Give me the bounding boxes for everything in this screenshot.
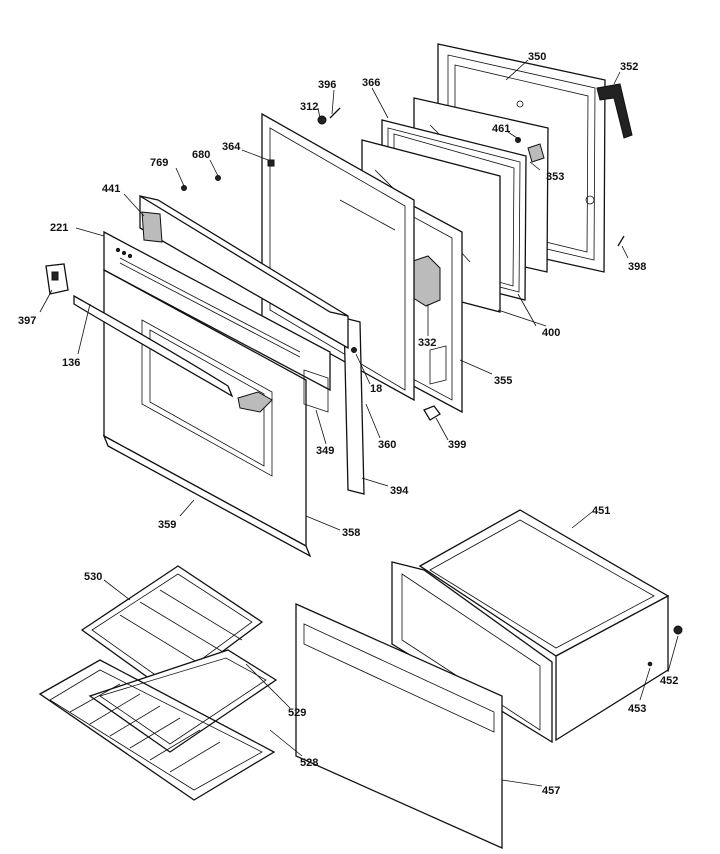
- label-366: 366: [362, 77, 380, 89]
- part-364-back-panel: [261, 112, 415, 402]
- part-352-trim: [596, 83, 633, 139]
- label-350: 350: [528, 51, 546, 63]
- part-221-top-strip: [103, 230, 331, 392]
- part-457-drawer-front: [295, 602, 503, 850]
- part-441-hinge: [141, 211, 163, 243]
- label-136: 136: [62, 357, 80, 369]
- part-136-handle: [73, 294, 234, 398]
- label-353: 353: [546, 171, 564, 183]
- label-352: 352: [620, 61, 638, 73]
- part-451-drawer-body: [418, 509, 670, 742]
- label-400: 400: [542, 327, 560, 339]
- part-529-broil-pan: [88, 649, 278, 753]
- part-399-block: [423, 405, 441, 421]
- label-332: 332: [418, 337, 436, 349]
- part-397-hinge: [45, 263, 69, 295]
- label-769: 769: [150, 157, 168, 169]
- label-360: 360: [378, 439, 396, 451]
- part-door-bottom-trim: [102, 434, 312, 558]
- label-399: 399: [448, 439, 466, 451]
- label-451: 451: [592, 505, 610, 517]
- label-18: 18: [370, 383, 382, 395]
- label-312: 312: [300, 101, 318, 113]
- leader-lines: [39, 59, 679, 787]
- part-349-latch: [237, 369, 329, 413]
- label-528: 528: [300, 757, 318, 769]
- label-349: 349: [316, 445, 334, 457]
- part-221-door-shell: [139, 194, 349, 350]
- label-355: 355: [494, 375, 512, 387]
- label-453: 453: [628, 703, 646, 715]
- label-396: 396: [318, 79, 336, 91]
- label-394: 394: [390, 485, 409, 497]
- label-364: 364: [222, 141, 241, 153]
- label-530: 530: [84, 571, 102, 583]
- part-530-broil-pan-grid: [80, 565, 264, 693]
- label-680: 680: [192, 149, 210, 161]
- part-labels: 350 352 396 366 312 461 364 680 769 353 …: [18, 51, 678, 797]
- label-457: 457: [542, 785, 560, 797]
- label-529: 529: [288, 707, 306, 719]
- label-397: 397: [18, 315, 36, 327]
- label-221: 221: [50, 222, 68, 234]
- part-528-oven-rack: [38, 659, 276, 801]
- part-452-453-hardware: [647, 625, 683, 667]
- part-353-bracket: [515, 137, 545, 163]
- label-359: 359: [158, 519, 176, 531]
- label-398: 398: [628, 261, 646, 273]
- label-358: 358: [342, 527, 360, 539]
- label-441: 441: [102, 183, 120, 195]
- label-461: 461: [492, 123, 510, 135]
- label-452: 452: [660, 675, 678, 687]
- part-394-side-strip: [343, 317, 365, 495]
- part-drawer-side: [391, 561, 553, 744]
